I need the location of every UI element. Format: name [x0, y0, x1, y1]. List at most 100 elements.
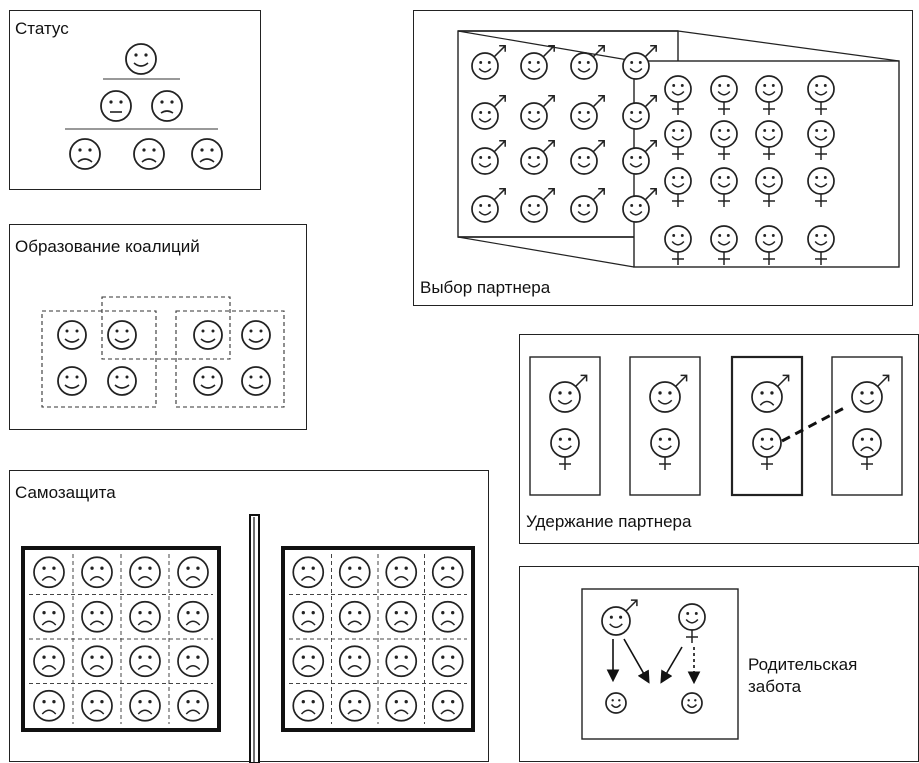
female-face-icon	[550, 428, 580, 458]
male-face-icon	[622, 102, 650, 130]
female-face-icon	[710, 167, 738, 195]
mate-retention-diagram	[529, 355, 903, 497]
male-face-icon	[570, 102, 598, 130]
female-face-icon	[755, 167, 783, 195]
sad-face-icon	[338, 556, 371, 589]
male-face-icon	[520, 195, 548, 223]
sad-face-icon	[33, 556, 65, 589]
female-symbol-icon	[815, 147, 827, 160]
sad-face-icon	[129, 689, 161, 722]
male-symbol-icon	[675, 374, 688, 387]
happy-face-icon	[241, 320, 271, 350]
female-face-icon	[807, 75, 835, 103]
female-face-icon	[664, 75, 692, 103]
sad-face-icon	[129, 556, 161, 589]
female-symbol-icon	[718, 194, 730, 207]
male-face-icon	[622, 195, 650, 223]
sad-face-icon	[129, 645, 161, 678]
sad-face-icon	[177, 556, 209, 589]
sad-face-icon	[431, 689, 464, 722]
parental-care-title-line1: Родительская	[748, 655, 858, 674]
female-symbol-icon	[672, 194, 684, 207]
male-face-icon	[520, 102, 548, 130]
female-symbol-icon	[815, 252, 827, 265]
panel-mate-retention: Удержание партнера	[519, 334, 919, 544]
status-title: Статус	[15, 19, 69, 38]
female-symbol-icon	[672, 252, 684, 265]
mate-retention-title: Удержание партнера	[526, 512, 692, 531]
female-symbol-icon	[763, 147, 775, 160]
female-symbol-icon	[718, 252, 730, 265]
panel-mate-choice: Выбор партнера	[413, 10, 913, 306]
sad-face-icon	[292, 600, 325, 633]
happy-face-icon	[193, 366, 223, 396]
sad-face-icon	[292, 645, 325, 678]
self-defense-diagram	[21, 514, 475, 763]
female-symbol-icon	[672, 147, 684, 160]
happy-face-icon	[125, 43, 157, 75]
male-face-icon	[649, 381, 681, 413]
male-symbol-icon	[644, 140, 657, 153]
sad-face-icon	[292, 689, 325, 722]
sad-face-icon	[133, 138, 165, 170]
status-faces	[69, 43, 223, 170]
female-symbol-icon	[763, 194, 775, 207]
parental-care-diagram	[581, 588, 739, 740]
happy-face-icon	[193, 320, 223, 350]
neutral-face-icon	[151, 90, 183, 122]
child-face-icon	[605, 692, 627, 714]
male-face-icon	[570, 195, 598, 223]
female-face-icon	[755, 225, 783, 253]
sad-face-icon	[33, 600, 65, 633]
female-symbol-icon	[686, 630, 698, 643]
mate-choice-diagram	[457, 30, 900, 268]
sad-face-icon	[385, 645, 418, 678]
child-face-icon	[681, 692, 703, 714]
male-symbol-icon	[493, 95, 506, 108]
male-symbol-icon	[493, 45, 506, 58]
male-face-icon	[570, 147, 598, 175]
male-face-icon	[471, 102, 499, 130]
sad-face-icon	[431, 645, 464, 678]
sad-face-icon	[81, 556, 113, 589]
sad-face-icon	[177, 689, 209, 722]
female-symbol-icon	[763, 252, 775, 265]
male-symbol-icon	[493, 140, 506, 153]
sad-face-icon	[338, 689, 371, 722]
sad-face-icon	[292, 556, 325, 589]
male-face-icon	[471, 147, 499, 175]
female-symbol-icon	[659, 457, 671, 470]
sad-face-icon	[385, 556, 418, 589]
female-symbol-icon	[718, 147, 730, 160]
female-symbol-icon	[559, 457, 571, 470]
male-face-icon	[570, 52, 598, 80]
male-face-icon	[751, 381, 783, 413]
male-face-icon	[622, 147, 650, 175]
male-symbol-icon	[542, 188, 555, 201]
female-face-icon	[664, 225, 692, 253]
sad-face-icon	[33, 645, 65, 678]
sad-face-icon	[338, 645, 371, 678]
male-faces-grid	[471, 45, 657, 223]
sad-face-icon	[177, 600, 209, 633]
female-face-icon	[710, 75, 738, 103]
male-symbol-icon	[644, 188, 657, 201]
family-faces	[601, 599, 706, 714]
female-symbol-icon	[815, 194, 827, 207]
male-symbol-icon	[777, 374, 790, 387]
father-face-icon	[601, 606, 631, 636]
sad-face-icon	[338, 600, 371, 633]
happy-face-icon	[57, 320, 87, 350]
defense-group-left	[29, 554, 213, 724]
sad-face-icon	[177, 645, 209, 678]
female-face-icon	[807, 225, 835, 253]
sad-face-icon	[385, 689, 418, 722]
female-face-icon	[664, 167, 692, 195]
happy-face-icon	[241, 366, 271, 396]
male-symbol-icon	[592, 95, 605, 108]
sad-face-icon	[129, 600, 161, 633]
male-face-icon	[622, 52, 650, 80]
sad-face-icon	[191, 138, 223, 170]
panel-parental-care: Родительская забота	[519, 566, 919, 762]
female-symbol-icon	[861, 457, 873, 470]
